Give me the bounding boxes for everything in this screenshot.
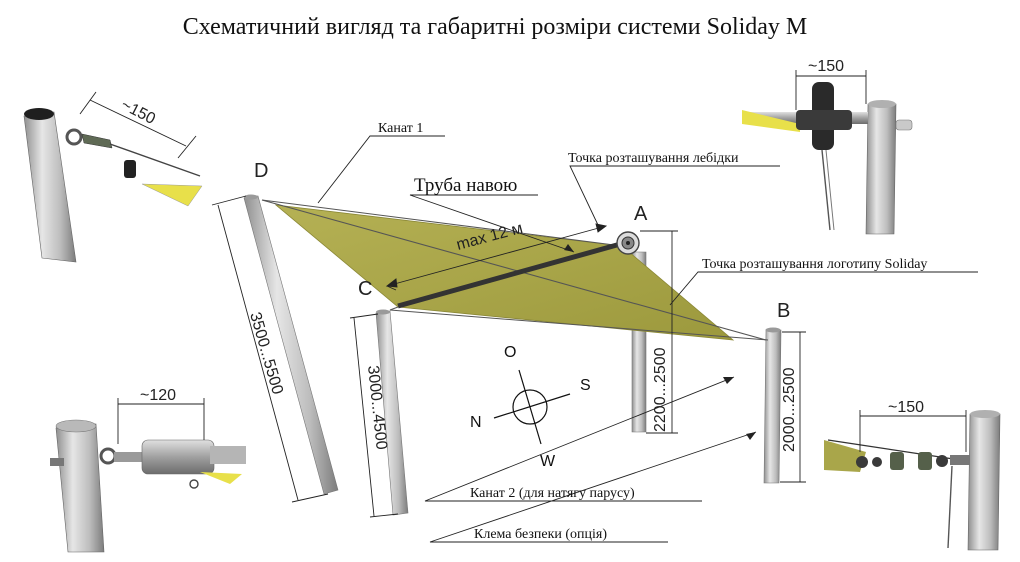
detail-bottom-right-dimension: ~150 xyxy=(888,399,924,416)
detail-bottom-left-dimension: ~120 xyxy=(140,387,176,404)
corner-label-d: D xyxy=(254,160,268,182)
pole-b-height-label: 2000...2500 xyxy=(781,367,798,452)
pole-c xyxy=(375,309,409,516)
pole-a-height-label: 2200...2500 xyxy=(652,347,669,432)
corner-label-a: A xyxy=(634,203,648,225)
pole-a-dimension xyxy=(640,230,678,434)
detail-bottom-right: ~150 xyxy=(824,399,1001,551)
pipe-callout-arrow xyxy=(564,244,574,252)
detail-top-right: ~150 xyxy=(742,58,913,235)
callout-winch-point: Точка розташування лебідки xyxy=(568,151,739,166)
pole-d xyxy=(243,194,339,495)
callout-logo-point: Точка розташування логотипу Soliday xyxy=(702,257,927,272)
compass-icon xyxy=(493,369,571,445)
rope2-callout-arrow xyxy=(723,377,734,384)
pole-c-dimension xyxy=(349,313,399,518)
detail-top-right-dimension: ~150 xyxy=(808,58,844,75)
callout-pipe-through: Труба навою xyxy=(414,175,517,196)
callout-rope-2: Канат 2 (для натягу парусу) xyxy=(470,486,635,501)
rope-1 xyxy=(261,199,767,341)
sail-membrane xyxy=(274,204,735,341)
span-dimension xyxy=(385,223,608,291)
compass-o: O xyxy=(504,344,516,361)
winch-icon xyxy=(616,231,640,255)
pole-b-dimension xyxy=(780,331,806,483)
compass-w: W xyxy=(540,453,556,470)
corner-label-c: C xyxy=(358,278,372,300)
roll-tube xyxy=(397,240,625,309)
pole-d-dimension xyxy=(211,195,329,503)
detail-top-left: ~150 xyxy=(23,91,203,263)
diagram-title: Схематичний вигляд та габаритні розміри … xyxy=(182,14,808,40)
corner-label-b: B xyxy=(777,300,790,322)
callout-safety-clamp: Клема безпеки (опція) xyxy=(474,527,607,542)
compass-n: N xyxy=(470,414,482,431)
rope-c-b xyxy=(389,309,769,341)
clamp-callout-arrow xyxy=(746,432,756,440)
detail-bottom-left: ~120 xyxy=(50,387,246,553)
compass-s: S xyxy=(580,377,591,394)
rope-c xyxy=(389,306,399,311)
pole-b xyxy=(763,327,782,484)
callout-lines xyxy=(317,135,978,543)
callout-rope-1: Канат 1 xyxy=(378,121,423,136)
